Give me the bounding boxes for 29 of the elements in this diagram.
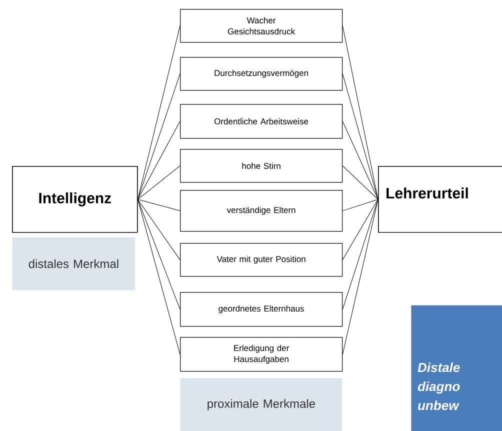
connector-line xyxy=(342,199,378,260)
feature-box: Erledigung der Hausaufgaben xyxy=(180,337,343,372)
connector-line xyxy=(342,199,378,355)
feature-box: Ordentliche Arbeitsweise xyxy=(180,104,343,139)
feature-box: verständige Eltern xyxy=(180,190,343,232)
connector-line xyxy=(342,26,378,200)
connector-line xyxy=(342,121,378,200)
connector-line xyxy=(138,121,180,200)
connector-line xyxy=(138,199,180,212)
concept-box: Lehrerurteil xyxy=(378,166,502,233)
connector-line xyxy=(138,199,180,355)
connector-line xyxy=(342,199,378,212)
feature-box: Vater mit guter Position xyxy=(180,243,343,277)
connector-line xyxy=(138,74,180,200)
connector-line xyxy=(342,166,378,200)
connector-line xyxy=(138,166,180,200)
connector-line xyxy=(342,199,378,310)
feature-box: hohe Stirn xyxy=(180,149,343,183)
feature-box: geordnetes Elternhaus xyxy=(180,292,343,327)
category-label: proximale Merkmale xyxy=(180,378,342,431)
note-box: Distale diagno unbew xyxy=(411,305,502,431)
feature-box: Durchsetzungsvermögen xyxy=(180,57,343,91)
connector-line xyxy=(138,199,180,310)
connector-line xyxy=(138,199,180,260)
concept-box: Intelligenz xyxy=(12,166,138,233)
connector-line xyxy=(138,26,180,200)
feature-box: Wacher Gesichtsausdruck xyxy=(180,9,343,43)
category-label: distales Merkmal xyxy=(12,237,136,290)
connector-line xyxy=(342,74,378,200)
